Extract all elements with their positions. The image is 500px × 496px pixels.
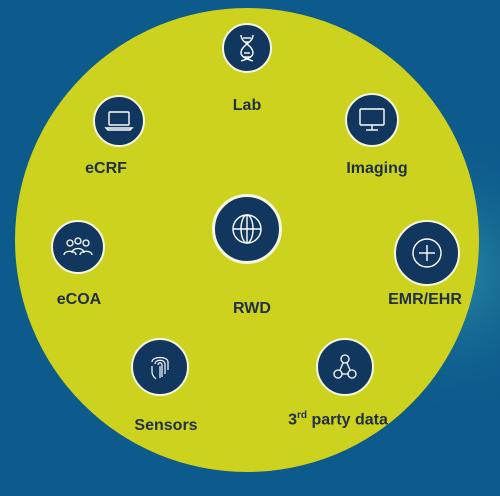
ecoa-badge[interactable]: [51, 220, 105, 274]
laptop-icon: [104, 111, 134, 131]
emr-label: EMR/EHR: [388, 291, 462, 308]
sensors-badge[interactable]: [131, 338, 189, 396]
lab-badge[interactable]: [222, 23, 272, 73]
third-party-label-sup: rd: [296, 410, 307, 421]
third-party-badge[interactable]: [316, 338, 374, 396]
sensors-label: Sensors: [134, 417, 198, 434]
ecoa-label: eCOA: [56, 291, 102, 308]
people-group-icon: [63, 237, 93, 256]
emr-badge[interactable]: [394, 220, 460, 286]
network-people-icon: [333, 354, 357, 379]
dna-icon: [240, 34, 254, 62]
medical-plus-icon: [412, 238, 442, 268]
imaging-label: Imaging: [346, 160, 408, 177]
ecrf-badge[interactable]: [93, 95, 145, 147]
rwd-badge[interactable]: [212, 194, 282, 264]
lab-label: Lab: [232, 97, 262, 114]
imaging-badge[interactable]: [345, 93, 399, 147]
third-party-label-prefix: 3: [288, 411, 297, 429]
rwd-label: RWD: [233, 300, 271, 317]
ecrf-label: eCRF: [85, 160, 127, 177]
third-party-label-suffix: party data: [306, 411, 388, 429]
third-party-label: 3rd party data: [288, 410, 388, 429]
globe-icon: [232, 214, 262, 244]
monitor-icon: [359, 108, 385, 131]
fingerprint-icon: [151, 356, 169, 380]
